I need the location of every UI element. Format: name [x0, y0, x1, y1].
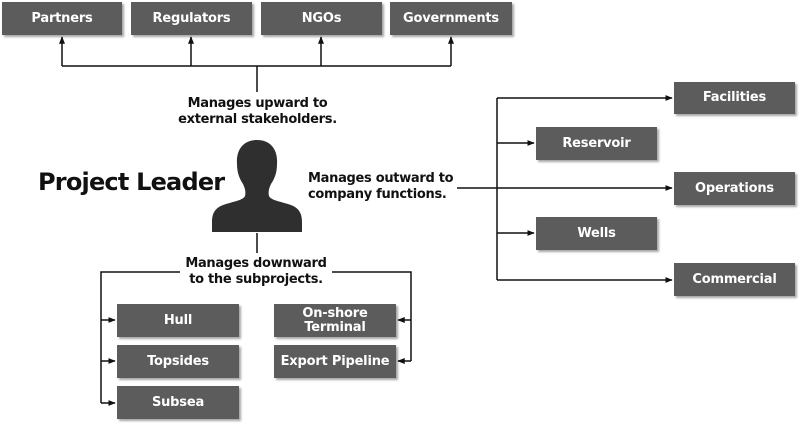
box-label: Regulators	[152, 10, 231, 26]
box-governments: Governments	[390, 2, 512, 35]
box-onshore-terminal: On-shore Terminal	[274, 304, 396, 337]
downward-right-bus	[332, 271, 412, 361]
box-label: Commercial	[692, 271, 777, 287]
box-export-pipeline: Export Pipeline	[274, 345, 396, 378]
box-regulators: Regulators	[131, 2, 252, 35]
box-label: Hull	[163, 312, 193, 328]
box-topsides: Topsides	[117, 345, 239, 378]
box-operations: Operations	[674, 172, 795, 205]
box-label: Topsides	[147, 353, 209, 369]
outward-caption: Manages outward to company functions.	[308, 171, 454, 202]
box-facilities: Facilities	[674, 82, 795, 114]
box-label: Subsea	[151, 394, 205, 410]
box-label: NGOs	[301, 10, 342, 26]
upward-caption: Manages upward to external stakeholders.	[178, 96, 337, 127]
box-label: On-shore Terminal	[302, 305, 368, 335]
box-label: Export Pipeline	[280, 353, 390, 369]
box-commercial: Commercial	[674, 263, 795, 296]
box-partners: Partners	[2, 2, 122, 35]
box-wells: Wells	[536, 217, 657, 250]
box-subsea: Subsea	[117, 386, 239, 419]
box-label: Wells	[577, 225, 616, 241]
person-silhouette-icon	[212, 140, 302, 232]
project-leader-title: Project Leader	[38, 168, 225, 196]
box-reservoir: Reservoir	[536, 127, 657, 160]
downward-left-bus	[100, 271, 180, 403]
box-label: Reservoir	[562, 135, 631, 151]
box-label: Partners	[31, 10, 93, 26]
box-label: Facilities	[702, 90, 767, 105]
box-label: Operations	[695, 180, 774, 196]
downward-caption: Manages downward to the subprojects.	[185, 256, 327, 287]
box-ngos: NGOs	[261, 2, 382, 35]
box-label: Governments	[403, 10, 499, 26]
box-hull: Hull	[117, 304, 239, 337]
